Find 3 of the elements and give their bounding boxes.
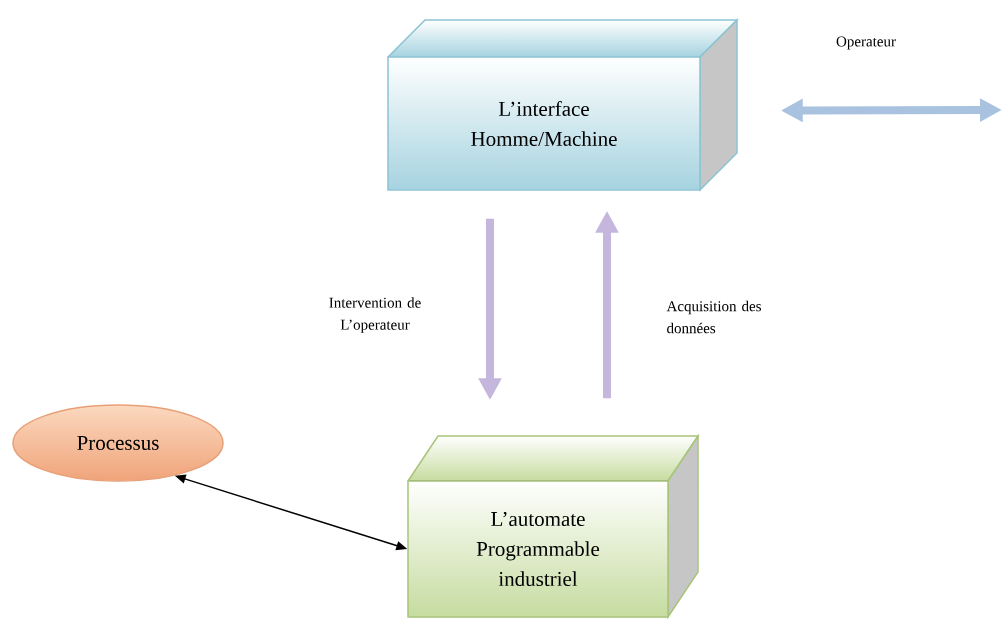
edge-label: Operateur	[836, 36, 896, 50]
edge-label: Acquisition des données	[666, 300, 761, 334]
edge-label: Intervention de L’operateur	[329, 297, 421, 333]
